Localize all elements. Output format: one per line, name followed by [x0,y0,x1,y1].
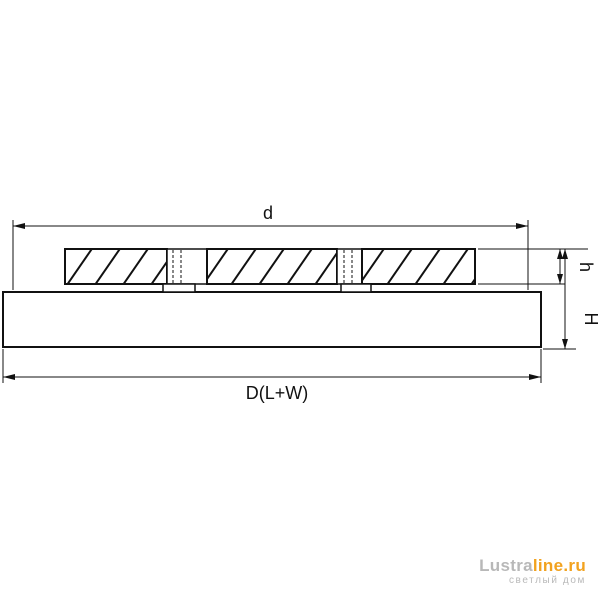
mount-clip-right [340,283,372,293]
base-body [2,291,542,348]
connector-right [336,248,363,285]
dimension-label-d: d [263,203,273,223]
hatching-left [66,249,167,284]
brand-name: Lustraline.ru [479,556,586,576]
hatching-right [362,249,475,284]
dimension-label-D: D(L+W) [246,383,309,403]
brand-name-part1: Lustra [479,556,533,575]
dimension-H [543,249,576,350]
dimension-label-h: h [576,262,596,272]
top-panel [64,248,476,285]
dimension-D [2,349,542,383]
mount-clip-left [162,283,196,293]
brand-name-part2: line.ru [532,556,586,575]
dimension-d [12,220,529,290]
hatching-middle [207,249,337,284]
dimension-h [478,248,588,285]
brand-logo: Lustraline.ru светлый дом [479,556,586,586]
dimension-label-H: H [581,313,600,326]
brand-tagline: светлый дом [508,575,586,586]
